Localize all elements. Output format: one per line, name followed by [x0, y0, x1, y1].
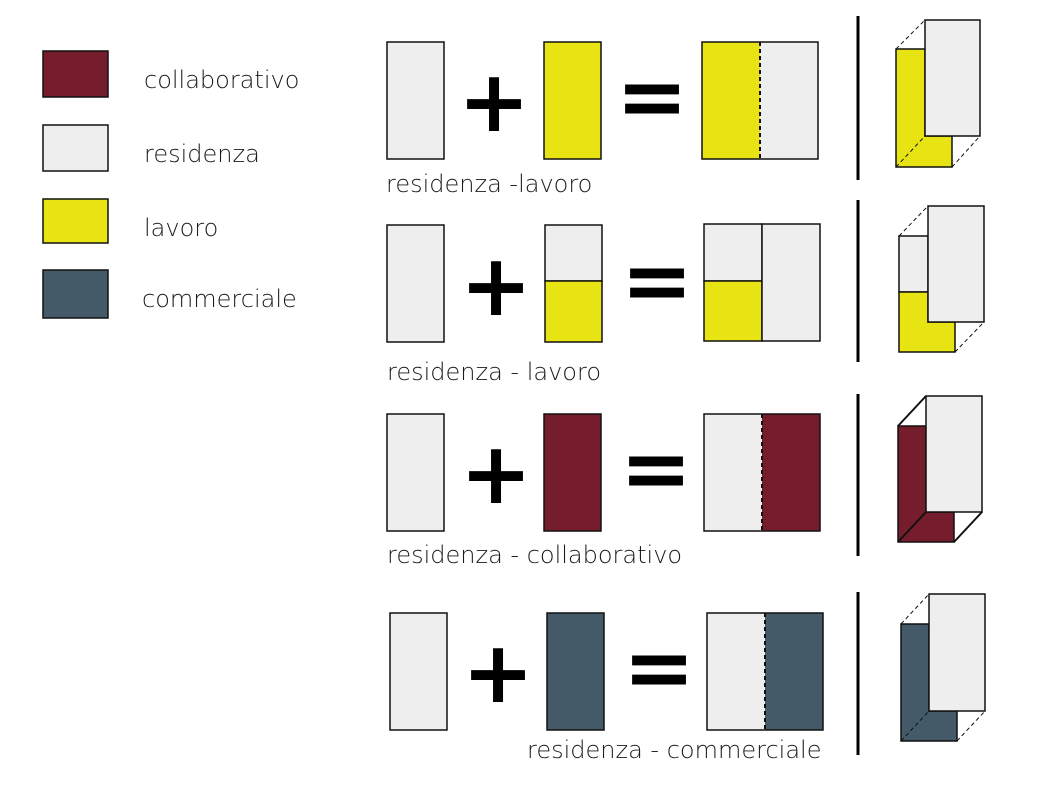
row-1-plus-sign: +: [458, 52, 530, 152]
row-3-result-left: [704, 414, 762, 531]
row-1-addend-block: [543, 41, 602, 160]
row-2-3d-edge-bottom-right: [954, 321, 985, 353]
row-1: + = residenza -lavoro: [386, 16, 981, 198]
row-2-base-block: [386, 224, 445, 343]
row-4-3d-front-face: [928, 593, 986, 712]
row-1-3d-edge-bottom: [895, 135, 926, 168]
row-2-addend-bottom: [544, 280, 603, 343]
row-4-base-block: [389, 612, 448, 731]
row-2-3d-back-top: [898, 235, 929, 293]
row-4-result-right: [765, 613, 823, 730]
row-1-caption: residenza -lavoro: [386, 170, 592, 198]
row-4-caption: residenza - commerciale: [527, 736, 821, 764]
row-2-result-left-bottom: [703, 280, 763, 342]
row-3-3d-edge-top: [897, 395, 927, 427]
row-3-plus-sign: +: [460, 424, 532, 524]
row-4: + = residenza - commerciale: [389, 592, 986, 764]
legend: collaborativo residenza lavoro commercia…: [42, 50, 299, 319]
row-1-result-right: [760, 42, 818, 159]
row-1-equals-sign: =: [616, 47, 688, 147]
row-2-equals-sign: =: [621, 231, 693, 331]
row-2-addend-top: [544, 224, 603, 282]
legend-label-commerciale: commerciale: [142, 285, 297, 313]
row-4-3d-edge-bottom-right: [956, 710, 986, 742]
row-4-equals-sign: =: [623, 618, 695, 718]
legend-item-residenza: residenza: [42, 124, 260, 172]
row-1-3d-edge-bottom-right: [951, 135, 981, 168]
row-4-3d-edge-top: [900, 593, 930, 625]
row-3-result-right: [762, 414, 820, 531]
legend-label-residenza: residenza: [144, 140, 260, 168]
row-3-3d-front-face: [925, 395, 983, 513]
legend-swatch-commerciale: [42, 269, 109, 319]
row-1-result-left: [702, 42, 760, 159]
row-3-base-block: [386, 413, 445, 532]
row-4-plus-sign: +: [462, 623, 534, 723]
row-2-result-left-top: [703, 223, 763, 282]
row-3-equals-sign: =: [620, 419, 692, 519]
row-1-3d-front-face: [924, 19, 981, 137]
row-2-3d-front-face: [927, 205, 985, 323]
row-4-3d-view: [900, 593, 986, 742]
row-2-caption: residenza - lavoro: [387, 358, 601, 386]
row-2: + = residenza - lavoro: [386, 200, 985, 386]
legend-label-lavoro: lavoro: [144, 214, 218, 242]
row-2-result-right: [761, 223, 821, 342]
row-2-plus-sign: +: [460, 236, 532, 336]
legend-swatch-lavoro: [42, 198, 109, 244]
row-1-3d-edge-top: [895, 19, 926, 50]
row-1-3d-view: [895, 19, 981, 168]
row-3-addend-block: [543, 413, 602, 532]
row-1-base-block: [386, 41, 445, 160]
legend-label-collaborativo: collaborativo: [144, 66, 299, 94]
row-3-3d-edge-bottom-right: [953, 511, 983, 543]
legend-swatch-collaborativo: [42, 50, 109, 98]
row-3-3d-view: [897, 395, 983, 543]
row-3-caption: residenza - collaborativo: [387, 541, 682, 569]
legend-item-commerciale: commerciale: [42, 269, 297, 319]
row-4-result-left: [707, 613, 765, 730]
row-4-addend-block: [546, 612, 605, 731]
legend-item-lavoro: lavoro: [42, 198, 218, 244]
row-3-3d-edge-bottom: [897, 511, 927, 543]
row-2-3d-view: [898, 205, 985, 353]
legend-item-collaborativo: collaborativo: [42, 50, 299, 98]
row-3: + = residenza - collaborativo: [386, 394, 983, 569]
row-2-3d-edge-top: [898, 205, 929, 237]
legend-swatch-residenza: [42, 124, 109, 172]
